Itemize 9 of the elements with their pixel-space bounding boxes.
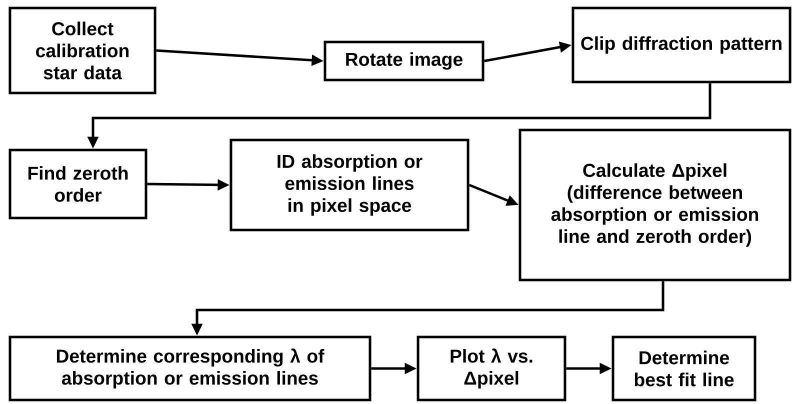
process-box: Determine corresponding λ of absorption or emission lines bbox=[8, 336, 372, 402]
process-box: ID absorption or emission lines in pixel space bbox=[230, 138, 470, 232]
process-box: Clip diffraction pattern bbox=[572, 6, 792, 84]
process-box: Rotate image bbox=[324, 40, 484, 82]
process-box: Collect calibration star data bbox=[8, 6, 156, 94]
process-box: Plot λ vs. Δpixel bbox=[416, 336, 566, 402]
process-box: Calculate Δpixel (difference between absorption or emission line and zeroth order) bbox=[518, 128, 792, 282]
process-box: Find zeroth order bbox=[8, 148, 148, 220]
process-box: Determine best fit line bbox=[612, 336, 756, 402]
